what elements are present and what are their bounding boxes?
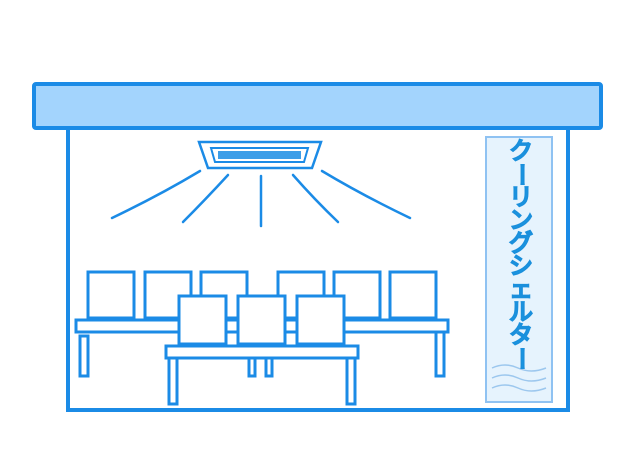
sign-label: ク ー リ ン グ シ ェ ル タ ー: [488, 137, 554, 390]
sign-char: ク: [509, 137, 534, 165]
front-bench: [164, 344, 360, 406]
sign-char: リ: [509, 183, 534, 211]
sign-char: シ: [509, 252, 534, 280]
sign-char: ー: [507, 162, 536, 187]
sign-banner: [485, 136, 553, 403]
air-conditioner-icon: [197, 140, 323, 170]
building-walls: [66, 128, 570, 412]
sign-char: ル: [509, 298, 534, 326]
roof-awning: [32, 82, 603, 130]
airflow-lines-icon: [110, 169, 412, 228]
sign-char: タ: [509, 321, 534, 349]
sign-char: ン: [509, 206, 534, 234]
front-row-chairs: [177, 294, 346, 346]
wave-decoration-icon: [491, 364, 547, 392]
sign-char: ェ: [509, 275, 534, 303]
sign-char: グ: [509, 229, 534, 257]
sign-char: ー: [507, 346, 536, 371]
